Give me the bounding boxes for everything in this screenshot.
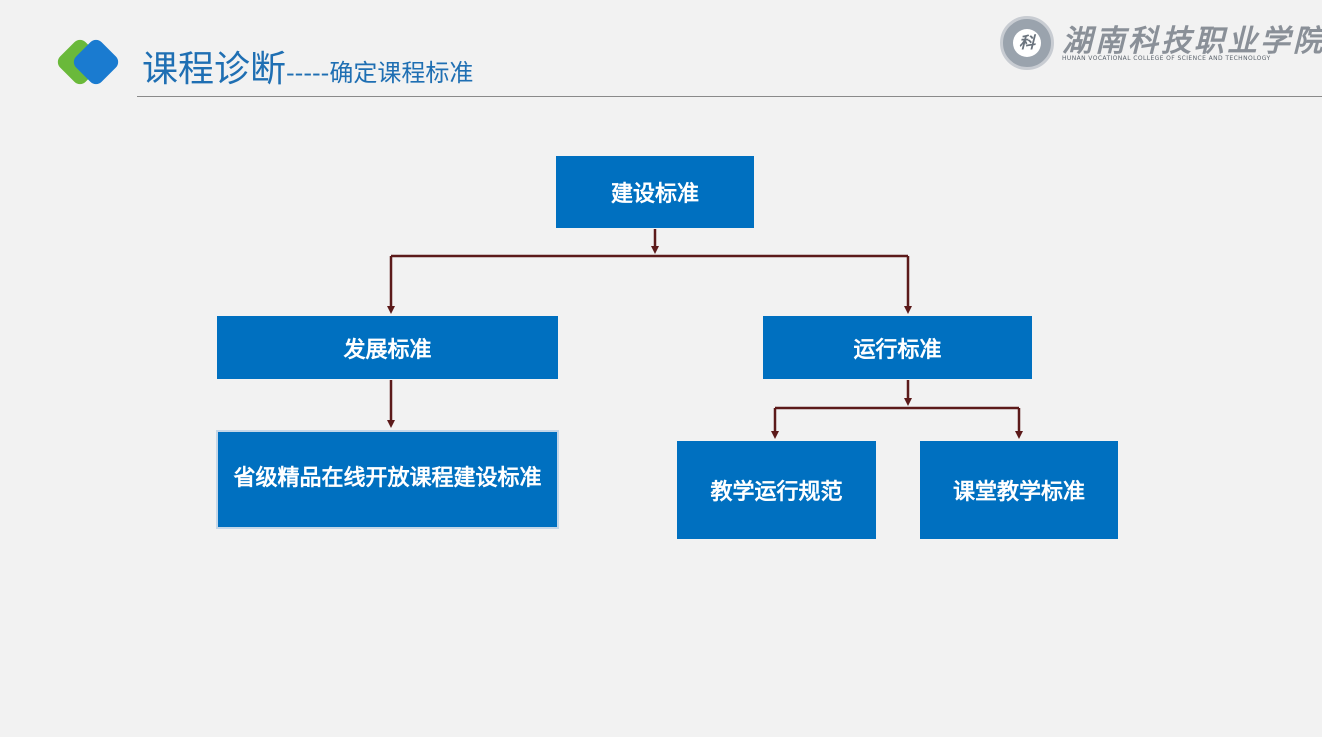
node-operation-standard: 运行标准 [763,316,1032,379]
college-name-en: HUNAN VOCATIONAL COLLEGE OF SCIENCE AND … [1062,55,1271,62]
college-logo: 科 湖南科技职业学院 HUNAN VOCATIONAL COLLEGE OF S… [998,12,1322,74]
page-title-main: 课程诊断 [142,49,287,90]
node-label: 课堂教学标准 [952,480,1085,505]
node-label: 运行标准 [853,337,942,363]
page-title: 课程诊断-----确定课程标准 [142,40,473,92]
page-title-sub: -----确定课程标准 [286,59,474,87]
node-label: 教学运行规范 [710,480,843,505]
node-development-standard: 发展标准 [217,316,558,379]
node-label: 建设标准 [610,182,699,207]
node-teaching-operation-spec: 教学运行规范 [677,441,876,539]
node-label: 发展标准 [343,337,432,363]
header-divider [137,96,1322,97]
diamond-logo-icon [57,39,119,85]
college-name: 湖南科技职业学院 [1062,24,1322,59]
college-seal-icon: 科 [1000,16,1054,70]
node-provincial-course-standard: 省级精品在线开放课程建设标准 [216,430,559,529]
node-classroom-teaching-standard: 课堂教学标准 [920,441,1118,539]
node-construction-standard: 建设标准 [556,156,754,228]
node-label: 省级精品在线开放课程建设标准 [233,465,542,491]
